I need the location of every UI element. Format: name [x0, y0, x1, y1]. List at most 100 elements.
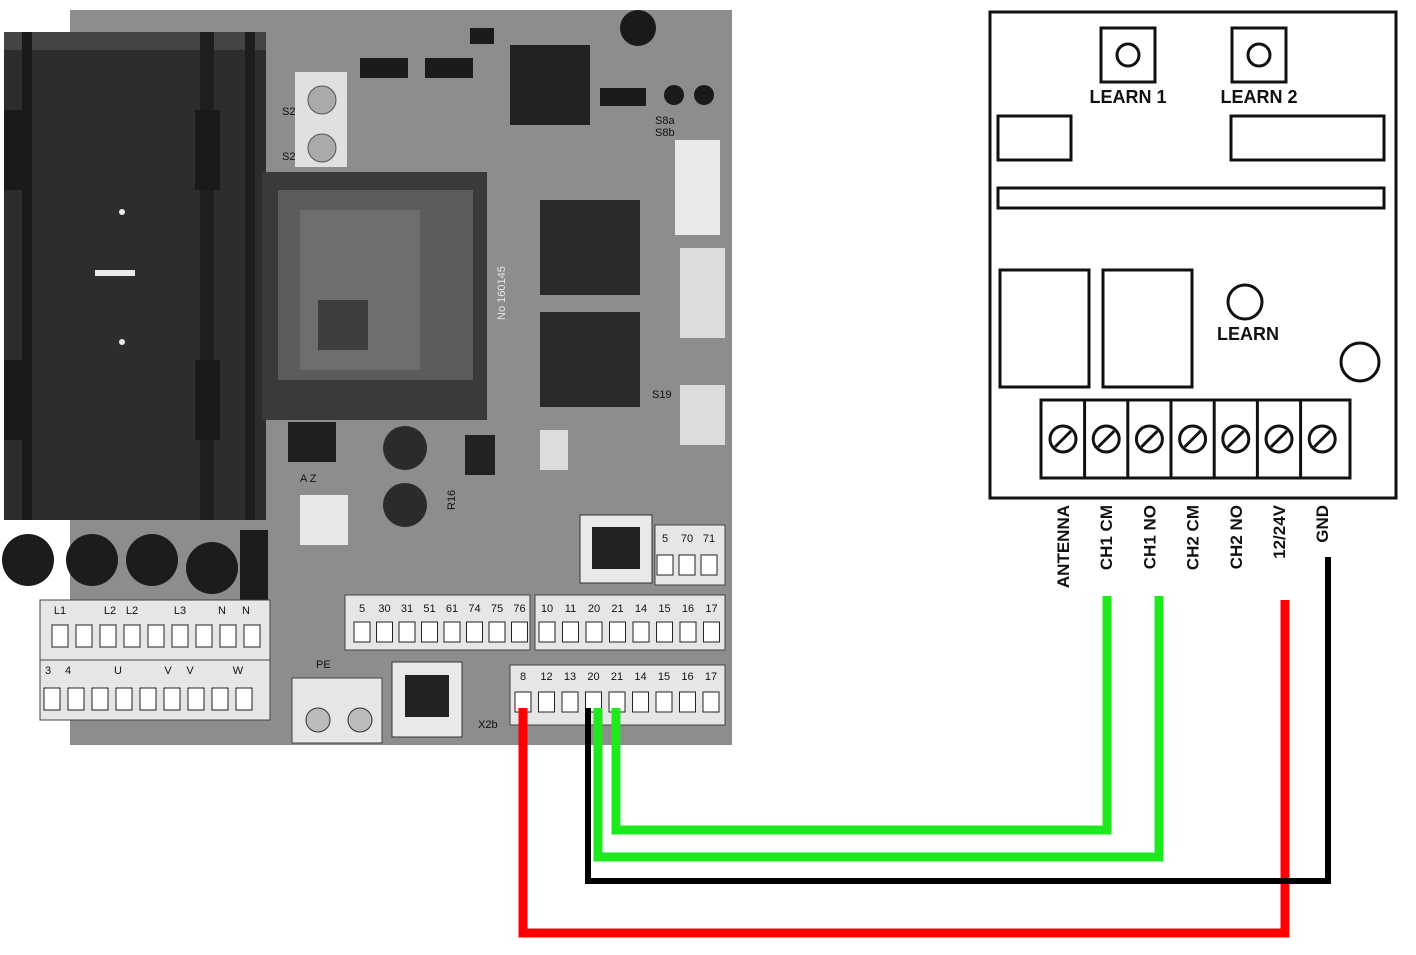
- terminal-screw-slot: [1269, 429, 1289, 449]
- power-terminal-label: N: [242, 605, 250, 617]
- board-label-pe: PE: [316, 659, 331, 671]
- terminal-aux-screw: [656, 554, 674, 576]
- terminal-lower-screw: [655, 691, 673, 713]
- power-terminal-label: L3: [174, 605, 186, 617]
- terminal-b-label: 14: [635, 603, 647, 615]
- terminal-lower-screw: [561, 691, 579, 713]
- receiver-terminal-label: CH1 NO: [1140, 505, 1159, 569]
- terminal-lower-label: 17: [705, 671, 717, 683]
- receiver-strip: [996, 186, 1386, 210]
- board-label-az: A Z: [300, 473, 317, 485]
- learn-label: LEARN: [1217, 324, 1279, 344]
- switch-label-1: S2: [282, 106, 295, 118]
- terminal-b-label: 15: [658, 603, 670, 615]
- terminal-b-screw: [609, 621, 626, 643]
- terminal-b-label: 20: [588, 603, 600, 615]
- terminal-a-screw: [466, 621, 483, 643]
- ch1-cm-wire: [611, 596, 1112, 835]
- terminal-lower-label: 14: [634, 671, 646, 683]
- middle-components: A Z R16: [288, 422, 568, 545]
- power-terminal-screw: [51, 624, 69, 648]
- terminal-lower-label: 13: [564, 671, 576, 683]
- power-terminal-label: V: [164, 665, 172, 677]
- terminal-b-screw: [703, 621, 720, 643]
- terminal-lower-label: 20: [587, 671, 599, 683]
- terminal-lower-label: 21: [611, 671, 623, 683]
- ch1-no-wire: [593, 596, 1164, 862]
- receiver-terminal-label: CH1 CM: [1097, 505, 1116, 570]
- terminal-aux-label: 5: [662, 533, 668, 545]
- terminal-b-screw: [632, 621, 650, 643]
- terminal-screw-slot: [1140, 429, 1159, 449]
- board-label-x2b: X2b: [478, 719, 498, 731]
- terminal-a-label: 74: [468, 603, 480, 615]
- terminal-screw-slot: [1053, 429, 1073, 449]
- capacitor-block: [4, 32, 266, 520]
- terminal-a-screw: [443, 621, 461, 643]
- power-terminal-screw: [211, 687, 229, 711]
- terminal-lower-label: 15: [658, 671, 670, 683]
- power-terminal-label: L2: [104, 605, 116, 617]
- learn-2-label: LEARN 2: [1220, 87, 1297, 107]
- power-terminal-label: 3: [45, 665, 51, 677]
- terminal-lower-screw: [702, 691, 720, 713]
- terminal-b-label: 11: [565, 603, 576, 615]
- learn-1-button[interactable]: [1099, 26, 1157, 84]
- power-terminal-screw: [139, 687, 157, 711]
- terminal-a-label: 61: [446, 603, 458, 615]
- control-board: No 160145 S2 S2 S8a S8b S19: [2, 10, 732, 745]
- wires: [518, 557, 1331, 938]
- power-wire: [518, 600, 1290, 938]
- transformer: No 160145: [262, 172, 508, 420]
- terminal-a-screw: [488, 621, 506, 643]
- terminal-screw-slot: [1226, 429, 1245, 449]
- board-label-s19: S19: [652, 389, 672, 401]
- terminal-a-screw: [398, 621, 416, 643]
- power-terminal-label: L2: [126, 605, 138, 617]
- power-terminal-label: N: [218, 605, 226, 617]
- fuses: [2, 530, 268, 600]
- power-terminal-label: 4: [65, 665, 71, 677]
- terminal-lower-screw: [679, 691, 696, 713]
- terminal-a-screw: [511, 621, 528, 643]
- terminal-aux-label: 71: [703, 533, 715, 545]
- power-terminal-screw: [195, 624, 213, 648]
- power-terminal-screw: [43, 687, 61, 711]
- terminal-b-screw: [656, 621, 673, 643]
- terminal-b-label: 17: [705, 603, 717, 615]
- receiver-indicator: [1339, 341, 1381, 383]
- gnd-wire: [585, 557, 1331, 884]
- terminal-screw-slot: [1313, 429, 1332, 449]
- power-terminal-screw: [163, 687, 181, 711]
- power-terminal-label: U: [114, 665, 122, 677]
- power-terminal-screw: [75, 624, 93, 648]
- learn-button[interactable]: [1226, 283, 1264, 321]
- terminal-a-label: 31: [401, 603, 413, 615]
- receiver-terminal-label: CH2 NO: [1227, 505, 1246, 569]
- power-terminal-screw: [67, 687, 85, 711]
- power-terminal-screw: [235, 687, 253, 711]
- terminal-a-screw: [376, 621, 393, 643]
- receiver-chip-right: [1229, 114, 1386, 162]
- learn-2-button[interactable]: [1230, 26, 1288, 84]
- power-terminal-label: V: [186, 665, 194, 677]
- terminal-a-label: 75: [491, 603, 503, 615]
- receiver-terminal-label: 12/24V: [1270, 504, 1289, 559]
- terminal-b-label: 10: [541, 603, 553, 615]
- board-label-no: No 160145: [496, 266, 508, 320]
- top-components: S2 S2 S8a S8b S19: [282, 10, 725, 445]
- relays: [540, 200, 640, 407]
- receiver-relay-1: [998, 268, 1091, 389]
- jumper-label-a: S8a: [655, 115, 675, 127]
- terminal-b-screw: [538, 621, 556, 643]
- terminal-b-screw: [562, 621, 579, 643]
- board-label-r16: R16: [446, 490, 458, 510]
- switch-label-2: S2: [282, 151, 295, 163]
- terminal-lower-label: 16: [681, 671, 693, 683]
- terminal-b-label: 16: [682, 603, 694, 615]
